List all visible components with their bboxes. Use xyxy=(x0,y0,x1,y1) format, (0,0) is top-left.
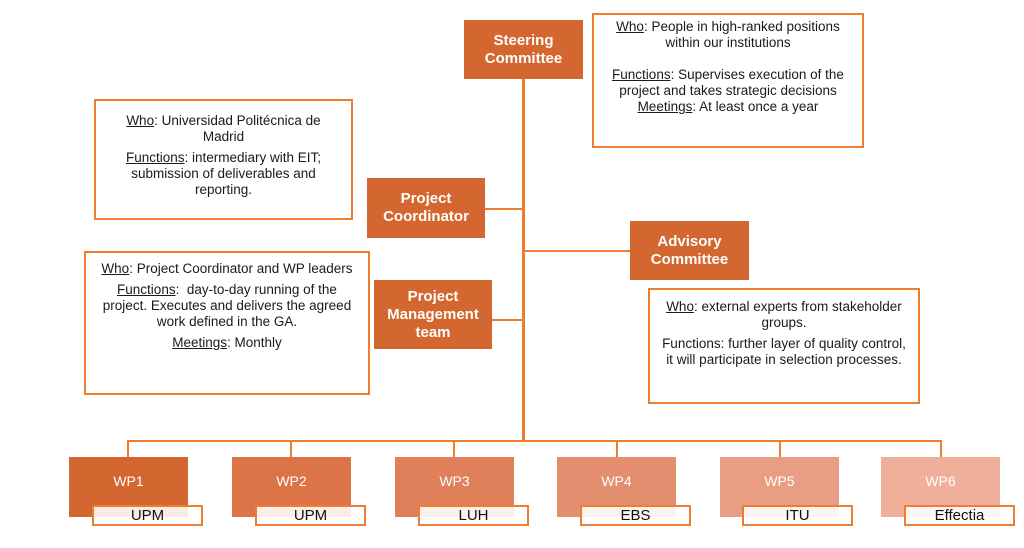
steering-committee-box: Steering Committee xyxy=(464,20,583,79)
who-label: Who xyxy=(126,113,155,128)
wp3-leader: LUH xyxy=(418,505,529,526)
functions-label: Functions xyxy=(117,282,176,297)
wp4-stub xyxy=(616,440,618,457)
meetings-label: Meetings xyxy=(637,99,693,114)
advisory-committee-box: Advisory Committee xyxy=(630,221,749,280)
wp3-stub xyxy=(453,440,455,457)
advisory-committee-info: Who: external experts from stakeholder g… xyxy=(648,288,920,404)
wp5-stub xyxy=(779,440,781,457)
who-label: Who xyxy=(666,299,694,314)
wp3-name: WP3 xyxy=(439,473,470,489)
wp2-name: WP2 xyxy=(276,473,307,489)
advisory-connector xyxy=(523,250,630,252)
wp1-leader: UPM xyxy=(92,505,203,526)
project-coordinator-box: Project Coordinator xyxy=(367,178,485,238)
project-coordinator-info: Who: Universidad Politécnica de Madrid F… xyxy=(94,99,353,220)
project-management-title: Project Management team xyxy=(387,287,479,341)
advisory-committee-title: Advisory Committee xyxy=(650,232,729,268)
management-connector xyxy=(492,319,523,321)
wp-bus-connector xyxy=(127,440,942,442)
wp6-name: WP6 xyxy=(925,473,956,489)
meetings-label: Meetings xyxy=(172,335,227,350)
wp5-leader: ITU xyxy=(742,505,853,526)
wp2-stub xyxy=(290,440,292,457)
coordinator-connector xyxy=(485,208,523,210)
wp4-leader: EBS xyxy=(580,505,691,526)
functions-label: Functions xyxy=(125,150,185,165)
wp5-name: WP5 xyxy=(764,473,795,489)
project-management-box: Project Management team xyxy=(374,280,492,349)
wp6-leader: Effectia xyxy=(904,505,1015,526)
who-label: Who xyxy=(616,19,644,34)
wp4-name: WP4 xyxy=(601,473,632,489)
functions-label: Functions xyxy=(612,67,671,82)
wp2-leader: UPM xyxy=(255,505,366,526)
who-label: Who xyxy=(101,261,130,276)
main-vertical-connector xyxy=(522,79,525,442)
wp1-name: WP1 xyxy=(113,473,144,489)
project-management-info: Who: Project Coordinator and WP leaders … xyxy=(84,251,370,395)
wp6-stub xyxy=(940,440,942,457)
wp1-stub xyxy=(127,440,129,457)
functions-text: Functions: further layer of quality cont… xyxy=(662,336,906,367)
project-coordinator-title: Project Coordinator xyxy=(383,190,469,225)
steering-committee-title: Steering Committee xyxy=(484,31,563,67)
steering-committee-info: Who: People in high-ranked positions wit… xyxy=(592,13,864,148)
